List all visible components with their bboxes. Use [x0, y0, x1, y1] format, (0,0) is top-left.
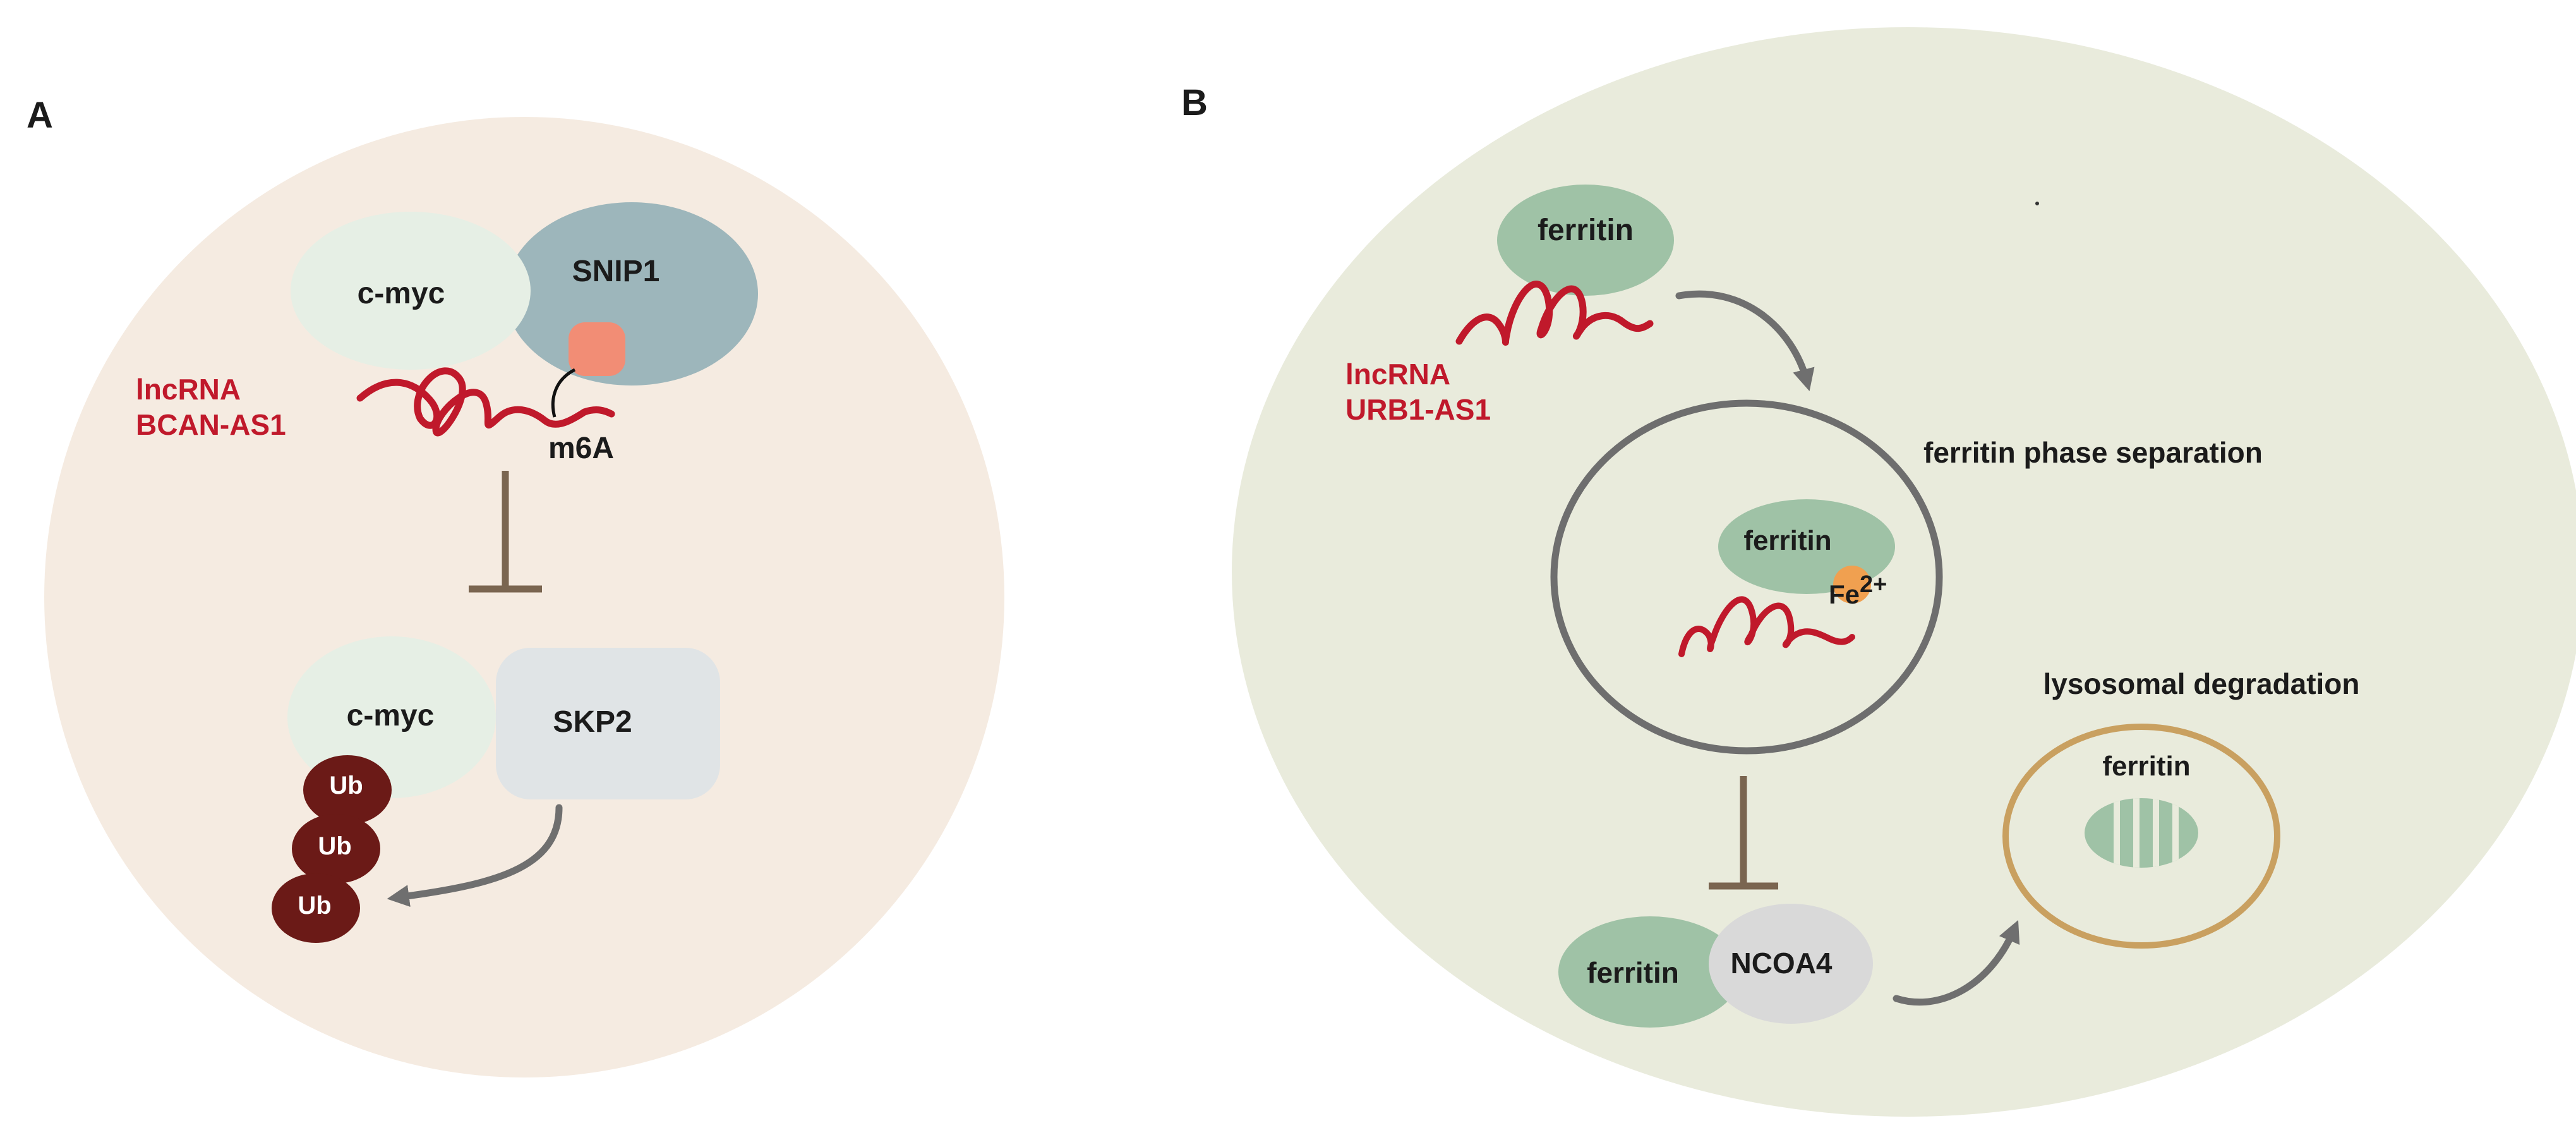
ubiquitin-1 — [303, 755, 392, 825]
phase-separation-arrow — [1675, 290, 1815, 391]
ubiquitin-2 — [292, 814, 380, 883]
snip1-protein — [505, 202, 758, 385]
lysosome — [2002, 724, 2280, 949]
skp2-protein — [496, 648, 720, 799]
ferritin-complex — [1558, 916, 1742, 1028]
phase-separation-label: ferritin phase separation — [1923, 436, 2263, 469]
panel-b: B ferritin lncRNA URB1-AS1 ferritin phas… — [1181, 27, 2576, 1117]
ub-label-3: Ub — [298, 892, 331, 920]
lncrna-urb1-label-2: URB1-AS1 — [1345, 393, 1491, 426]
m6a-tether — [551, 368, 576, 418]
cmyc-label-bottom: c-myc — [347, 699, 435, 732]
lncrna-urb1-label-1: lncRNA — [1345, 358, 1450, 391]
panel-b-letter: B — [1181, 82, 1208, 123]
m6a-label: m6A — [548, 432, 614, 465]
lncrna-bcan-label-1: lncRNA — [136, 373, 241, 406]
skp2-label: SKP2 — [553, 705, 632, 739]
inhibition-bar-b — [1709, 776, 1778, 890]
lysosome-arrow — [1893, 920, 2020, 1006]
ferritin-label-complex: ferritin — [1587, 956, 1679, 989]
ferritin-label-top: ferritin — [1538, 214, 1634, 247]
iron-ion-label: Fe2+ — [1829, 571, 1887, 609]
panel-a-letter: A — [27, 95, 53, 136]
panel-b-cell — [1232, 27, 2576, 1117]
cmyc-label-top: c-myc — [358, 277, 445, 310]
ferritin-label-lysosome: ferritin — [2102, 751, 2190, 782]
m6a-site — [569, 322, 625, 376]
ubiquitination-arrow — [387, 804, 563, 907]
lncrna-urb1-as1-strand-phase — [1678, 596, 1855, 657]
stray-dot — [2035, 202, 2039, 205]
phase-separation-droplet — [1550, 399, 1943, 755]
inhibition-bar-a — [469, 471, 542, 593]
panel-a-cell — [44, 117, 1004, 1077]
lysosomal-degradation-label: lysosomal degradation — [2043, 667, 2359, 700]
panel-a: A c-myc SNIP1 m6A lncRNA BCAN-AS1 c-myc … — [27, 95, 1004, 1077]
iron-ion — [1833, 566, 1871, 604]
ubiquitin-chain: Ub Ub Ub — [272, 755, 392, 943]
ncoa4-label: NCOA4 — [1730, 947, 1832, 980]
lncrna-urb1-as1-strand-top — [1455, 281, 1654, 346]
degraded-ferritin — [2085, 798, 2198, 868]
ferritin-top — [1497, 185, 1674, 296]
ncoa4-protein — [1709, 904, 1873, 1024]
ferritin-label-phase: ferritin — [1743, 525, 1831, 556]
cmyc-protein-top — [291, 212, 531, 370]
ubiquitin-3 — [272, 873, 360, 943]
ub-label-2: Ub — [318, 832, 351, 860]
lncrna-bcan-as1-strand — [356, 367, 615, 437]
lncrna-bcan-label-2: BCAN-AS1 — [136, 408, 286, 441]
snip1-label: SNIP1 — [572, 255, 660, 288]
ub-label-1: Ub — [329, 772, 363, 799]
